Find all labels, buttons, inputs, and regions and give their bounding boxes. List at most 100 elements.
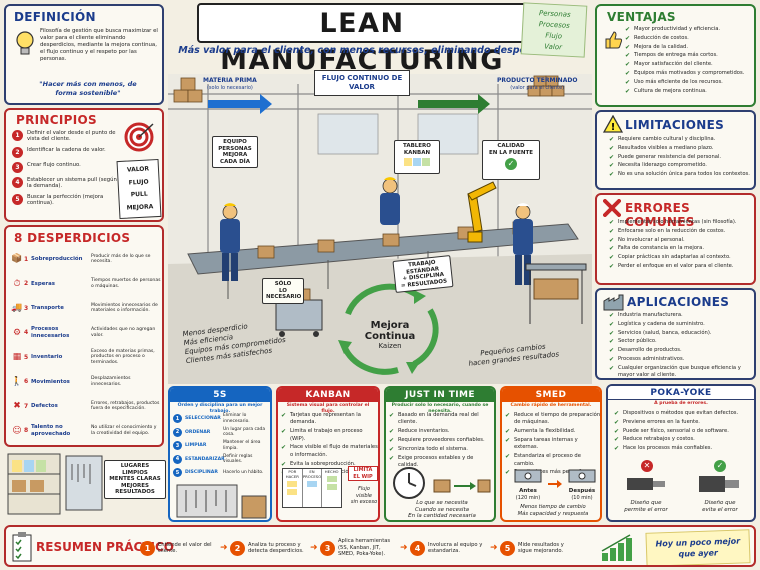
sticky-line: Valor	[544, 42, 563, 52]
bullet-item: Mayor productividad y eficiencia.	[625, 26, 744, 34]
bullet-item: Mayor satisfacción del cliente.	[625, 61, 744, 69]
bullet-item: Procesos administrativos.	[609, 356, 754, 364]
desperdicio-name: Defectos	[31, 403, 58, 410]
s5-number: 5	[173, 468, 182, 478]
desperdicio-name: Inventario	[31, 354, 63, 361]
desperdicio-number: 2	[24, 280, 29, 288]
s5-desc: Un lugar para cada cosa.	[223, 426, 266, 438]
desperdicio-number: 5	[24, 353, 29, 361]
desperdicio-number: 6	[24, 378, 29, 386]
tool-smed-panel: SMED Cambio rápido de herramental. Reduc…	[500, 386, 602, 522]
principios-title: PRINCIPIOS	[16, 113, 97, 127]
tablero-kanban-sign: TABLERO KANBAN	[394, 140, 440, 174]
calidad-line: CALIDAD	[497, 143, 525, 149]
bullet-item: Cualquier organización que busque eficie…	[609, 365, 754, 378]
antes-label: Antes	[519, 488, 537, 494]
desperdicio-desc: Desplazamientos innecesarios.	[91, 376, 131, 387]
jit-truck-icon	[432, 472, 492, 502]
s5-desc: Hacerlo un hábito.	[223, 470, 264, 476]
resumen-step-number: 4	[410, 540, 425, 556]
poka-left-line: permite el error	[624, 506, 668, 513]
desperdicio-icon: ⚙	[12, 327, 22, 338]
desperdicio-number: 3	[24, 304, 29, 312]
limitaciones-list: Requiere cambio cultural y disciplina.Re…	[609, 136, 754, 180]
bullet-item: Logística y cadena de suministro.	[609, 321, 754, 329]
smed-caption-line: Menos tiempo de cambio	[520, 504, 586, 510]
header-title-box: LEAN MANUFACTURING	[197, 3, 527, 76]
target-icon	[124, 122, 154, 156]
kanban-limit-sign: LIMITA EL WIP	[348, 466, 378, 481]
principio-text: Definir el valor desde el punto de vista…	[27, 130, 116, 143]
bullet-item: Mejora de la calidad.	[625, 44, 744, 52]
bullet-item: Exige procesos estables y de calidad.	[389, 455, 494, 470]
kanban-caption-line: sin exceso	[350, 499, 378, 505]
mejora-line: Mejora	[370, 320, 410, 331]
aplicaciones-list: Industria manufacturera.Logística y cade…	[609, 312, 754, 378]
resumen-arrow-icon: ➜	[310, 543, 318, 553]
resumen-step-text: Entiende el valor del cliente.	[158, 541, 212, 554]
bullet-item: Copiar prácticas sin adaptarlas al conte…	[609, 254, 754, 262]
principio-number: 1	[12, 130, 23, 141]
antes-time: (120 min)	[515, 494, 541, 501]
kanban-caption: Flujo visible sin exceso	[348, 486, 378, 506]
tool-poka-panel: POKA-YOKE A prueba de errores. Dispositi…	[606, 384, 756, 522]
kanban-col: EN PROCESO	[303, 469, 323, 507]
tool-kanban-panel: KANBAN Sistema visual para controlar el …	[276, 386, 380, 522]
jit-caption-line: En la cantidad necesaria	[408, 513, 476, 520]
aplicaciones-title: APLICACIONES	[627, 295, 730, 309]
kanban-col-label: POR HACER	[285, 469, 299, 479]
s5-board-illustration	[176, 484, 268, 520]
desperdicio-name: Movimientos	[31, 378, 70, 385]
producto-text: PRODUCTO TERMINADO	[497, 77, 578, 84]
scene-illustration	[168, 74, 592, 384]
poka-right-line: evita el error	[702, 506, 738, 513]
smed-caption-line: Más capacidad y respuesta	[517, 510, 589, 517]
desperdicio-desc: Exceso de materias primas, productos en …	[91, 348, 155, 366]
trabajo-sign: TRABAJO ESTÁNDAR + DISCIPLINA = RESULTAD…	[392, 255, 454, 294]
desperdicio-icon: 📦	[11, 254, 23, 265]
desperdicio-icon: ⏱	[13, 278, 21, 289]
ventajas-list: Mayor productividad y eficiencia.Reducci…	[625, 26, 744, 96]
calidad-sign: CALIDAD EN LA FUENTE ✓	[482, 140, 540, 180]
equipo-line: CADA DÍA	[220, 158, 250, 165]
bullet-item: Perder el enfoque en el valor para el cl…	[609, 263, 754, 271]
resumen-step-text: Involucra al equipo y estandariza.	[428, 541, 483, 554]
bullet-item: Tarjetas que representan la demanda.	[281, 412, 378, 427]
s5-name: ORDENAR	[185, 429, 211, 435]
thumbs-up-icon	[603, 30, 623, 54]
s5-name: SELECCIONAR	[185, 416, 221, 422]
bullet-item: Dispositivos o métodos que evitan defect…	[614, 410, 754, 418]
limitaciones-panel: LIMITACIONES ! Requiere cambio cultural …	[595, 110, 756, 190]
bullet-item: Puede generar resistencia del personal.	[609, 154, 754, 162]
desperdicio-desc: Tiempos muertos de personas o máquinas.	[91, 278, 161, 289]
desperdicio-desc: Producir más de lo que se necesita.	[91, 253, 151, 265]
tablero-line: TABLERO	[403, 143, 431, 149]
mejora-line: Continua	[364, 331, 416, 342]
tool-5s-panel: 5S Orden y disciplina para un mejor trab…	[168, 386, 272, 522]
bullet-item: Resultados visibles a mediano plazo.	[609, 145, 754, 153]
factory-icon	[603, 293, 625, 315]
bullet-item: Equipos más motivados y comprometidos.	[625, 70, 744, 78]
desperdicio-icon: 🚚	[11, 303, 23, 314]
bullet-item: Falta de constancia en la mejora.	[609, 245, 754, 253]
bullet-item: Basado en la demanda real del cliente.	[389, 412, 494, 427]
card-line: MEJORA	[126, 202, 154, 212]
smed-list: Reduce el tiempo de preparación de máqui…	[505, 412, 600, 478]
desperdicio-number: 7	[24, 402, 29, 410]
desperdicios-title: 8 DESPERDICIOS	[14, 231, 131, 245]
desperdicio-name: Esperas	[31, 280, 55, 287]
definicion-quote: "Hacer más con menos, de forma sostenibl…	[39, 80, 137, 97]
desperdicio-name: Talento no aprovechado	[31, 424, 71, 437]
resumen-title: RESUMEN PRÁCTICO	[36, 540, 174, 554]
desperdicio-icon: ☺	[12, 425, 22, 436]
smed-caption: Menos tiempo de cambio Más capacidad y r…	[504, 504, 600, 517]
